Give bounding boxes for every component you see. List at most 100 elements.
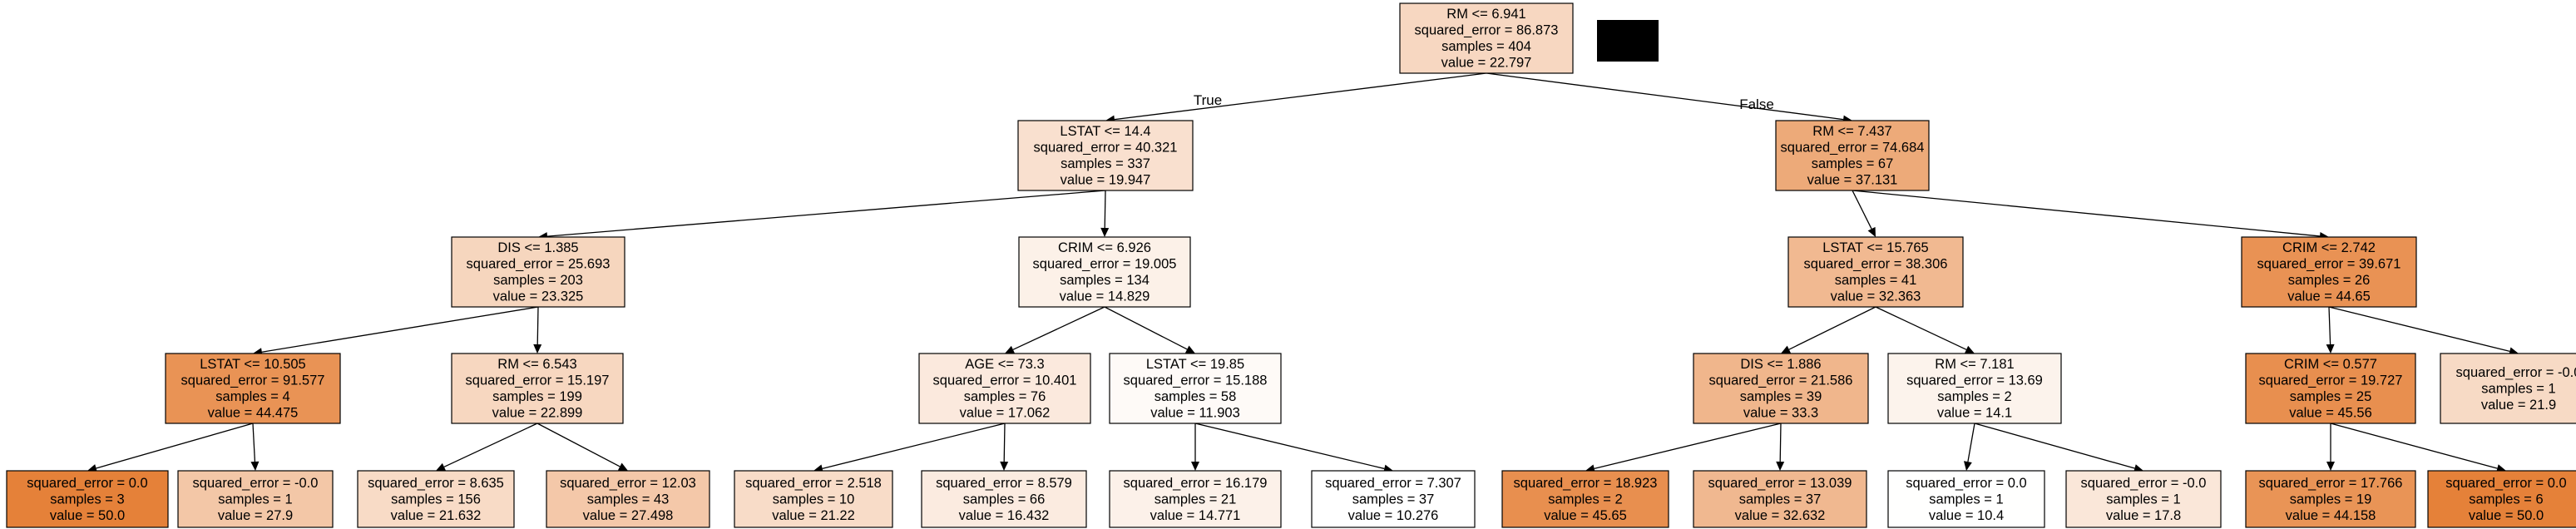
node-line: squared_error = 38.306 <box>1804 257 1948 272</box>
node-box <box>1501 470 1669 528</box>
node-box <box>546 470 710 528</box>
node-line: squared_error = 12.03 <box>560 476 696 491</box>
node-line: value = 33.3 <box>1743 406 1818 421</box>
edge-n4-n10 <box>1104 306 1188 350</box>
node-line: samples = 3 <box>50 492 124 507</box>
edge-n0-n2 <box>1486 72 1844 121</box>
node-line: samples = 21 <box>1155 492 1237 507</box>
arrowhead-n7-n15 <box>87 464 97 472</box>
edge-n1-n3 <box>546 190 1106 237</box>
node-line: samples = 26 <box>2288 273 2371 288</box>
redaction-block <box>1597 20 1659 62</box>
arrowhead-n6-n13 <box>2326 344 2335 353</box>
node-line: value = 14.829 <box>1060 289 1150 304</box>
edge-label-false: False <box>1739 96 1774 112</box>
node-line: samples = 156 <box>391 492 481 507</box>
node-line: DIS <= 1.385 <box>497 240 578 255</box>
node-line: value = 27.9 <box>218 508 293 523</box>
edge-n13-n28 <box>2330 423 2498 469</box>
node-line: squared_error = 13.69 <box>1906 373 2043 388</box>
node-box <box>1693 353 1869 424</box>
node-line: value = 44.65 <box>2287 289 2371 304</box>
node-line: squared_error = 2.518 <box>745 476 882 491</box>
node-line: squared_error = 0.0 <box>1906 476 2026 491</box>
node-line: samples = 66 <box>963 492 1046 507</box>
node-box <box>6 470 169 528</box>
edge-n8-n18 <box>536 423 621 467</box>
node-line: value = 50.0 <box>50 508 125 523</box>
node-line: LSTAT <= 19.85 <box>1146 357 1244 372</box>
node-box <box>177 470 334 528</box>
node-line: samples = 41 <box>1835 273 1917 288</box>
node-line: value = 22.797 <box>1441 56 1532 71</box>
node-line: DIS <= 1.886 <box>1740 357 1821 372</box>
node-box <box>1887 353 2062 424</box>
node-line: samples = 37 <box>1352 492 1435 507</box>
node-line: squared_error = 0.0 <box>27 476 147 491</box>
node-box <box>1775 120 1930 191</box>
node-box <box>165 353 341 424</box>
edge-n11-n24 <box>1779 423 1782 462</box>
node-box <box>1887 470 2045 528</box>
node-line: samples = 134 <box>1060 273 1150 288</box>
edge-n6-n13 <box>2328 306 2331 345</box>
node-line: value = 14.1 <box>1937 406 2012 421</box>
node-line: squared_error = 19.727 <box>2259 373 2403 388</box>
node-line: LSTAT <= 14.4 <box>1060 124 1150 139</box>
node-line: samples = 337 <box>1061 156 1150 171</box>
node-line: samples = 2 <box>1937 389 2011 404</box>
node-line: squared_error = 0.0 <box>2445 476 2566 491</box>
arrowhead-n11-n24 <box>1776 461 1785 471</box>
node-line: value = 27.498 <box>583 508 674 523</box>
edge-n2-n5 <box>1852 190 1872 230</box>
node-line: RM <= 7.437 <box>1812 124 1891 139</box>
arrowhead-n5-n12 <box>1964 345 1975 353</box>
node-line: squared_error = 18.923 <box>1514 476 1658 491</box>
arrowhead-n13-n27 <box>2326 462 2335 471</box>
node-line: CRIM <= 0.577 <box>2284 357 2377 372</box>
node-line: squared_error = -0.0 <box>193 476 319 491</box>
node-line: squared_error = 17.766 <box>2259 476 2403 491</box>
node-line: value = 19.947 <box>1061 173 1151 188</box>
node-line: squared_error = 16.179 <box>1124 476 1268 491</box>
node-box <box>2440 353 2576 424</box>
node-box <box>451 236 625 308</box>
node-box <box>2241 236 2417 308</box>
node-line: samples = 4 <box>215 389 289 404</box>
node-line: value = 21.632 <box>391 508 482 523</box>
node-box <box>2245 470 2416 528</box>
edge-n12-n25 <box>1967 423 1975 462</box>
node-box <box>734 470 893 528</box>
node-line: value = 10.4 <box>1929 508 2004 523</box>
arrowhead-n1-n4 <box>1100 227 1110 237</box>
edge-n5-n11 <box>1788 306 1876 350</box>
node-box <box>451 353 624 424</box>
node-box <box>1018 236 1191 308</box>
edge-n10-n22 <box>1194 423 1385 470</box>
arrowhead-n4-n10 <box>1184 345 1195 353</box>
node-line: squared_error = 13.039 <box>1708 476 1852 491</box>
node-line: samples = 39 <box>1740 389 1822 404</box>
node-line: value = 21.9 <box>2481 398 2556 413</box>
node-box <box>1109 470 1282 528</box>
node-box <box>918 353 1091 424</box>
node-line: value = 37.131 <box>1807 173 1898 188</box>
node-line: squared_error = 25.693 <box>467 257 611 272</box>
edge-n3-n8 <box>536 306 539 345</box>
arrowhead-n2-n5 <box>1867 226 1876 237</box>
node-box <box>1017 120 1194 191</box>
node-line: value = 14.771 <box>1150 508 1241 523</box>
